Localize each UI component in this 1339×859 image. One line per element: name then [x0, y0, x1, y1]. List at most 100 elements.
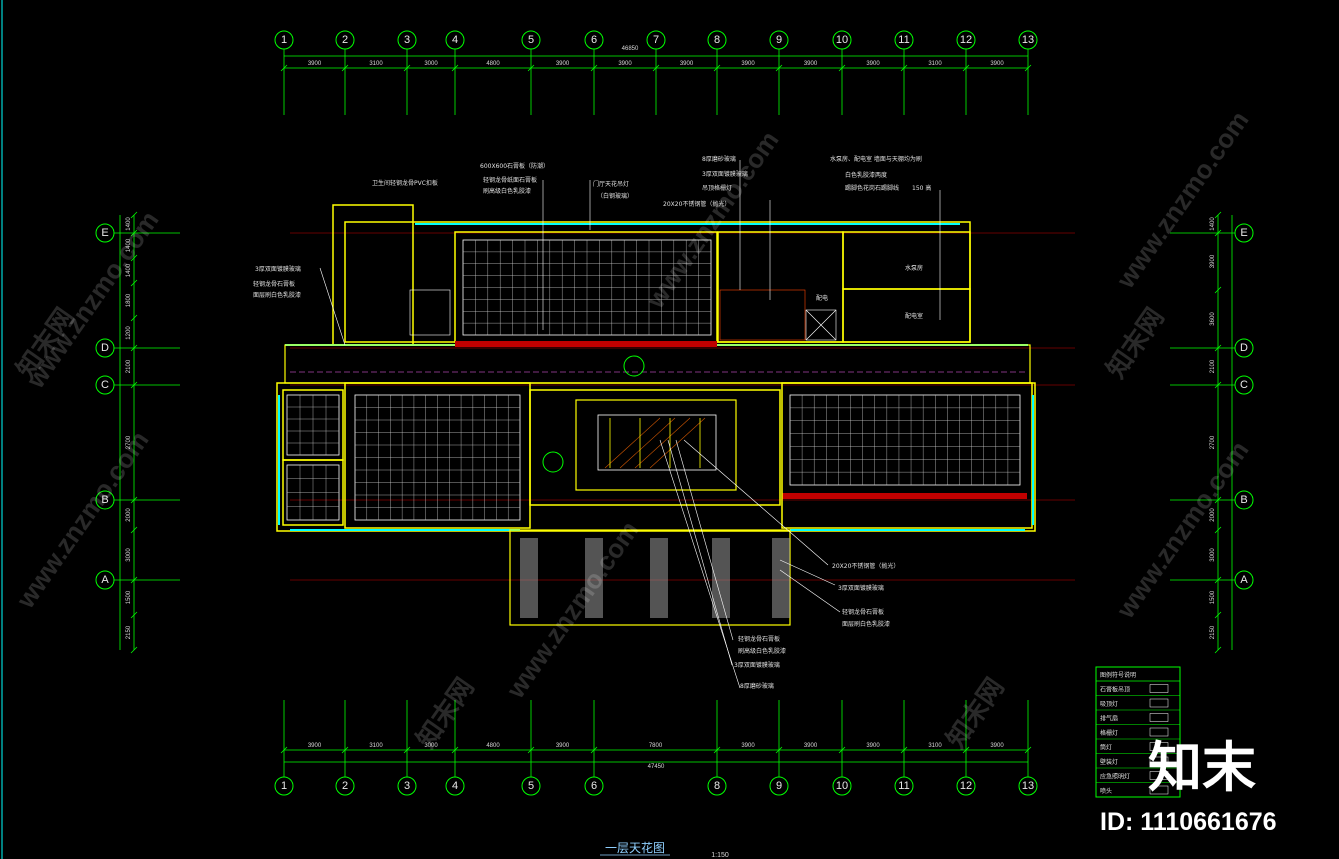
dimension-value: 3900: [618, 61, 632, 67]
dimension-value: 3900: [741, 743, 755, 749]
drawing-title: 一层天花图: [605, 840, 665, 855]
dimension-tick: [130, 646, 138, 654]
note-12: 踢脚色花岗石踢脚线: [845, 184, 899, 192]
spot-icon: [1149, 742, 1169, 751]
watermark-logo: 知末: [1148, 736, 1256, 799]
column-label-top: 3: [404, 34, 410, 46]
row-label-left: B: [101, 494, 108, 506]
column-label-bottom: 9: [776, 780, 782, 792]
dimension-tick: [130, 611, 138, 619]
dimension-value: 2700: [126, 435, 132, 449]
column-label-bottom: 1: [281, 780, 287, 792]
row-label-left: C: [101, 379, 109, 391]
dimension-value: 3900: [308, 743, 322, 749]
note-20: 轻钢龙骨石膏板: [842, 608, 884, 616]
note-4: 8厚磨砂玻璃: [702, 155, 736, 163]
dimension-value: 7800: [649, 743, 663, 749]
ceiling-panel: [789, 394, 1021, 486]
legend-row-label: 吸顶灯: [1100, 700, 1118, 708]
row-label-left: E: [101, 227, 108, 239]
dimension-value: 4800: [486, 743, 500, 749]
dimension-value: 3900: [804, 743, 818, 749]
dimension-value: 3900: [866, 743, 880, 749]
column-label-bottom: 13: [1022, 780, 1034, 792]
note-3: 刷高级白色乳胶漆: [483, 187, 531, 195]
note-8: 门厅天花吊灯: [593, 180, 629, 188]
square-fill-icon: [1149, 713, 1169, 722]
dimension-tick: [1214, 611, 1222, 619]
dimension-value: 3100: [928, 61, 942, 67]
dimension-tick: [1214, 211, 1222, 219]
dimension-value: 3000: [1210, 548, 1216, 562]
row-label-left: D: [101, 342, 109, 354]
canopy-columns: [520, 538, 790, 618]
dimension-tick: [1214, 646, 1222, 654]
dimension-value: 3900: [804, 61, 818, 67]
dimension-value: 2000: [1210, 508, 1216, 522]
note-19: 3厚双面镀膜玻璃: [838, 584, 884, 592]
column-label-top: 6: [591, 34, 597, 46]
dimension-value: 3900: [680, 61, 694, 67]
rect-icon: [1149, 684, 1169, 693]
note-17: 面层刷白色乳胶漆: [253, 291, 301, 299]
watermark-id: ID: 1110661676: [1100, 808, 1277, 836]
circle-cross-icon: [1149, 698, 1169, 708]
column-label-top: 10: [836, 34, 848, 46]
column-label-bottom: 10: [836, 780, 848, 792]
dimension-value: 3900: [308, 61, 322, 67]
dimension-value: 1400: [1210, 217, 1216, 231]
dimension-value: 3900: [866, 61, 880, 67]
dimension-value: 4800: [486, 61, 500, 67]
legend-row-label: 石膏板吊顶: [1100, 686, 1130, 694]
legend-header: 图例符号说明: [1100, 671, 1136, 679]
dimension-value: 3100: [369, 743, 383, 749]
column-label-top: 7: [653, 34, 659, 46]
dimension-tick: [130, 279, 138, 287]
dimension-tick: [130, 254, 138, 262]
note-7: 吊顶格栅灯: [702, 184, 732, 192]
left-dimension-lines: 1400140014001800120021002700200030001500…: [119, 211, 138, 654]
note-10: 水泵房、配电室 墙面与天棚均为刷: [830, 155, 922, 163]
column-label-top: 11: [898, 34, 909, 46]
dimension-value: 1800: [126, 293, 132, 307]
column-label-bottom: 6: [591, 780, 597, 792]
dimension-value: 1400: [126, 238, 132, 252]
dimension-value: 2150: [1210, 625, 1216, 639]
note-5: 3厚双面镀膜玻璃: [702, 170, 748, 178]
row-label-right: C: [1240, 379, 1248, 391]
column-label-top: 4: [452, 34, 458, 46]
note-14: 卫生间轻钢龙骨PVC扣板: [372, 179, 438, 187]
row-label-right: D: [1240, 342, 1248, 354]
column-label-bottom: 8: [714, 780, 720, 792]
row-label-right: A: [1240, 574, 1248, 586]
dimension-value: 3900: [741, 61, 755, 67]
legend-row-label: 排气扇: [1100, 715, 1118, 723]
lobby-ceiling: [575, 399, 737, 491]
section-markers: [542, 355, 645, 473]
dimension-value: 3900: [1210, 254, 1216, 268]
dimension-value: 2700: [1210, 435, 1216, 449]
total-dim-top: 46850: [622, 46, 639, 52]
room-power: 配电室: [905, 312, 923, 320]
dimension-value: 3900: [556, 61, 570, 67]
dimension-value: 3100: [928, 743, 942, 749]
note-2: 轻钢龙骨纸面石膏板: [483, 176, 537, 184]
dimension-value: 3600: [1210, 312, 1216, 326]
red-axis-lines: [290, 232, 1075, 581]
dimension-value: 3000: [424, 61, 438, 67]
dimension-value: 1400: [126, 217, 132, 231]
dimension-value: 2100: [126, 359, 132, 373]
dimension-value: 1500: [126, 590, 132, 604]
dimension-value: 3000: [424, 743, 438, 749]
column-label-top: 1: [281, 34, 287, 46]
note-16: 轻钢龙骨石膏板: [253, 280, 295, 288]
column-label-bottom: 3: [404, 780, 410, 792]
grid-lamp-icon: [1149, 727, 1169, 737]
column-label-bottom: 11: [898, 780, 909, 792]
